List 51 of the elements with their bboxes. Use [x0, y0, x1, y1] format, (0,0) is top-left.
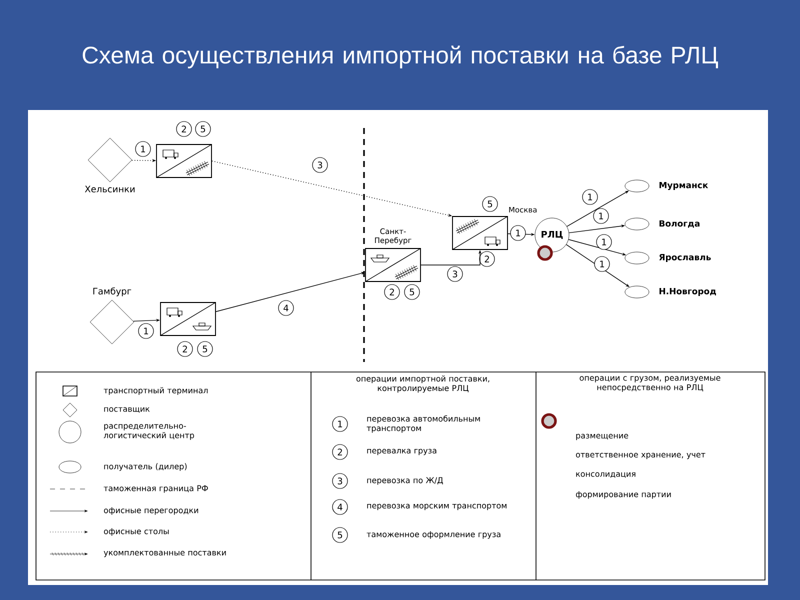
legend-text: укомплектованные поставки [104, 550, 226, 558]
column-heading: операции импортной поставки, контролируемые РЛЦ [356, 375, 490, 393]
edge-label: 1 [594, 256, 610, 272]
callout-number: 2 [176, 121, 192, 137]
edge-label: 1 [582, 189, 598, 205]
edge-label: 3 [447, 266, 463, 282]
node-label: Н.Новгород [660, 288, 716, 296]
note-text: таможенное оформление груза [366, 531, 500, 539]
callout-number: 5 [404, 284, 420, 300]
edge-label: 1 [593, 208, 609, 224]
callout-number: 2 [479, 251, 495, 267]
callout-number: 5 [195, 121, 211, 137]
legend-text: распределительно-логистический центр [104, 424, 194, 440]
edge-label: 3 [312, 157, 328, 173]
edge-label: 4 [278, 300, 294, 316]
terminal-box [160, 302, 216, 336]
callout-number: 2 [177, 341, 193, 357]
node-label: Ярославль [659, 254, 711, 262]
legend-text: транспортный терминал [104, 387, 208, 395]
node-label: Мурманск [660, 182, 708, 190]
callout-number: 2 [332, 444, 348, 460]
column-heading: операции с грузом, реализуемые непосредственно на РЛЦ [580, 376, 720, 392]
node-label: Гамбург [93, 287, 132, 296]
node-label: Вологда [660, 220, 700, 228]
title: Схема осуществления импортной поставки на базе РЛЦ [82, 46, 718, 68]
edge-label: 1 [510, 225, 526, 241]
note-text: перевозка по Ж/Д [367, 477, 443, 485]
edge-label: 1 [596, 234, 612, 250]
note-text: ответственное хранение, учет [576, 452, 706, 460]
terminal-box [156, 144, 212, 178]
note-text: размещение [576, 434, 628, 440]
note-text: перевозка автомобильным транспортом [366, 415, 480, 433]
note-text: консолидация [576, 472, 636, 478]
callout-number: 3 [332, 473, 348, 489]
edge-label: 1 [135, 141, 151, 157]
callout-number: 5 [197, 341, 213, 357]
legend-text: офисные перегородки [104, 507, 198, 515]
callout-number: 5 [482, 196, 498, 212]
legend-text: офисные столы [104, 528, 169, 536]
legend-text: получатель (дилер) [104, 463, 187, 471]
callout-number: 2 [384, 284, 400, 300]
legend-text: поставщик [104, 407, 150, 413]
callout-number: 4 [332, 499, 348, 515]
edge-label: 1 [138, 323, 154, 339]
callout-number: 1 [332, 416, 348, 432]
note-text: перевалка груза [367, 448, 436, 456]
callout-number: 5 [332, 527, 348, 543]
note-text: формирование партии [576, 491, 671, 499]
node-label: Хельсинки [84, 186, 135, 192]
note-text: перевозка морским транспортом [367, 504, 506, 510]
legend-text: таможенная граница РФ [104, 485, 208, 493]
